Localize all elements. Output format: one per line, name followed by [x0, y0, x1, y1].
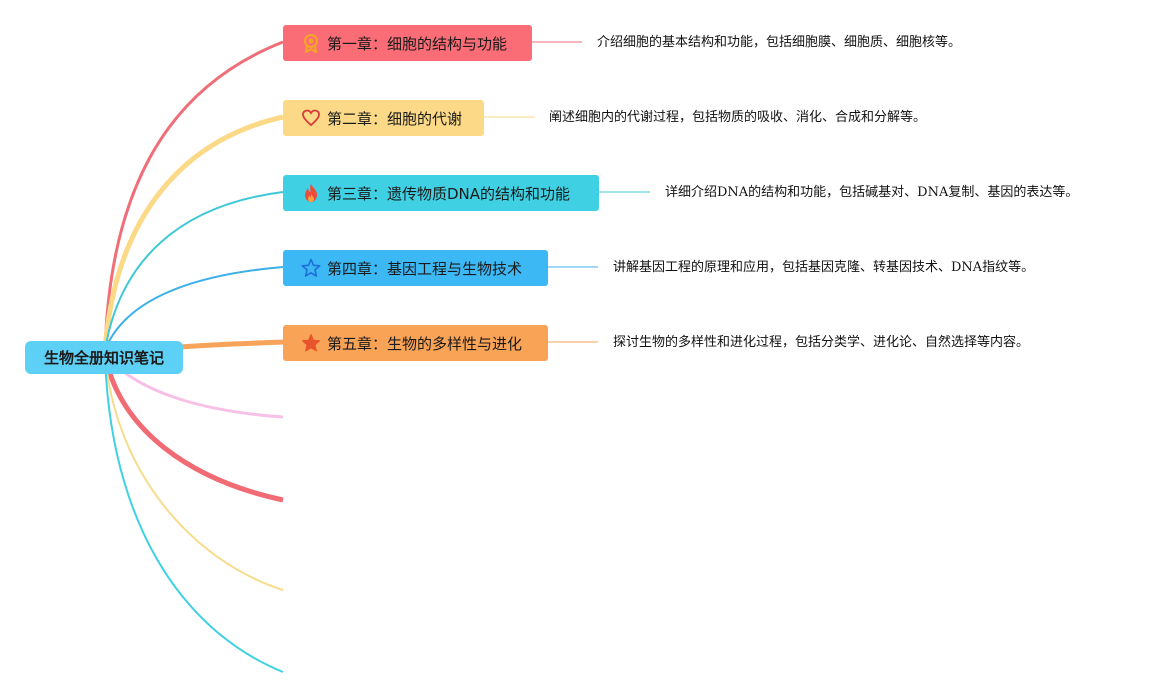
chapter-description-5: 探讨生物的多样性和进化过程，包括分类学、进化论、自然选择等内容。 — [613, 335, 1030, 350]
chapter-description-3: 详细介绍DNA的结构和功能，包括碱基对、DNA复制、基因的表达等。 — [665, 185, 1079, 200]
chapter-title-5: 第五章：生物的多样性与进化 — [327, 334, 523, 353]
star-outline-icon — [301, 258, 321, 278]
chapter-title-2: 第二章：细胞的代谢 — [327, 109, 463, 128]
award-medal-icon — [301, 33, 321, 53]
chapter-node-5[interactable]: 第五章：生物的多样性与进化 — [283, 325, 548, 361]
fire-icon — [301, 183, 321, 203]
branch-line-2 — [102, 114, 284, 351]
chapter-title-3: 第三章：遗传物质DNA的结构和功能 — [327, 184, 571, 203]
chapter-node-2[interactable]: 第二章：细胞的代谢 — [283, 100, 484, 136]
heart-outline-icon — [301, 108, 321, 128]
chapter-node-1[interactable]: 第一章：细胞的结构与功能 — [283, 25, 532, 61]
branch-line-4 — [104, 266, 284, 351]
empty-branch-line-2 — [102, 354, 284, 503]
chapter-description-1: 介绍细胞的基本结构和功能，包括细胞膜、细胞质、细胞核等。 — [597, 35, 962, 50]
branch-line-1 — [103, 40, 284, 351]
empty-branch-line-4 — [104, 354, 284, 673]
chapter-title-1: 第一章：细胞的结构与功能 — [327, 34, 508, 53]
chapter-description-4: 讲解基因工程的原理和应用，包括基因克隆、转基因技术、DNA指纹等。 — [613, 260, 1035, 275]
star-filled-icon — [301, 333, 321, 353]
empty-branch-line-3 — [104, 354, 284, 591]
chapter-title-4: 第四章：基因工程与生物技术 — [327, 259, 523, 278]
branch-line-3 — [104, 191, 284, 351]
root-topic[interactable]: 生物全册知识笔记 — [25, 341, 183, 374]
chapter-node-3[interactable]: 第三章：遗传物质DNA的结构和功能 — [283, 175, 599, 211]
branch-line-5 — [179, 339, 284, 350]
chapter-node-4[interactable]: 第四章：基因工程与生物技术 — [283, 250, 548, 286]
root-topic-label: 生物全册知识笔记 — [43, 349, 164, 367]
chapter-description-2: 阐述细胞内的代谢过程，包括物质的吸收、消化、合成和分解等。 — [549, 110, 927, 125]
